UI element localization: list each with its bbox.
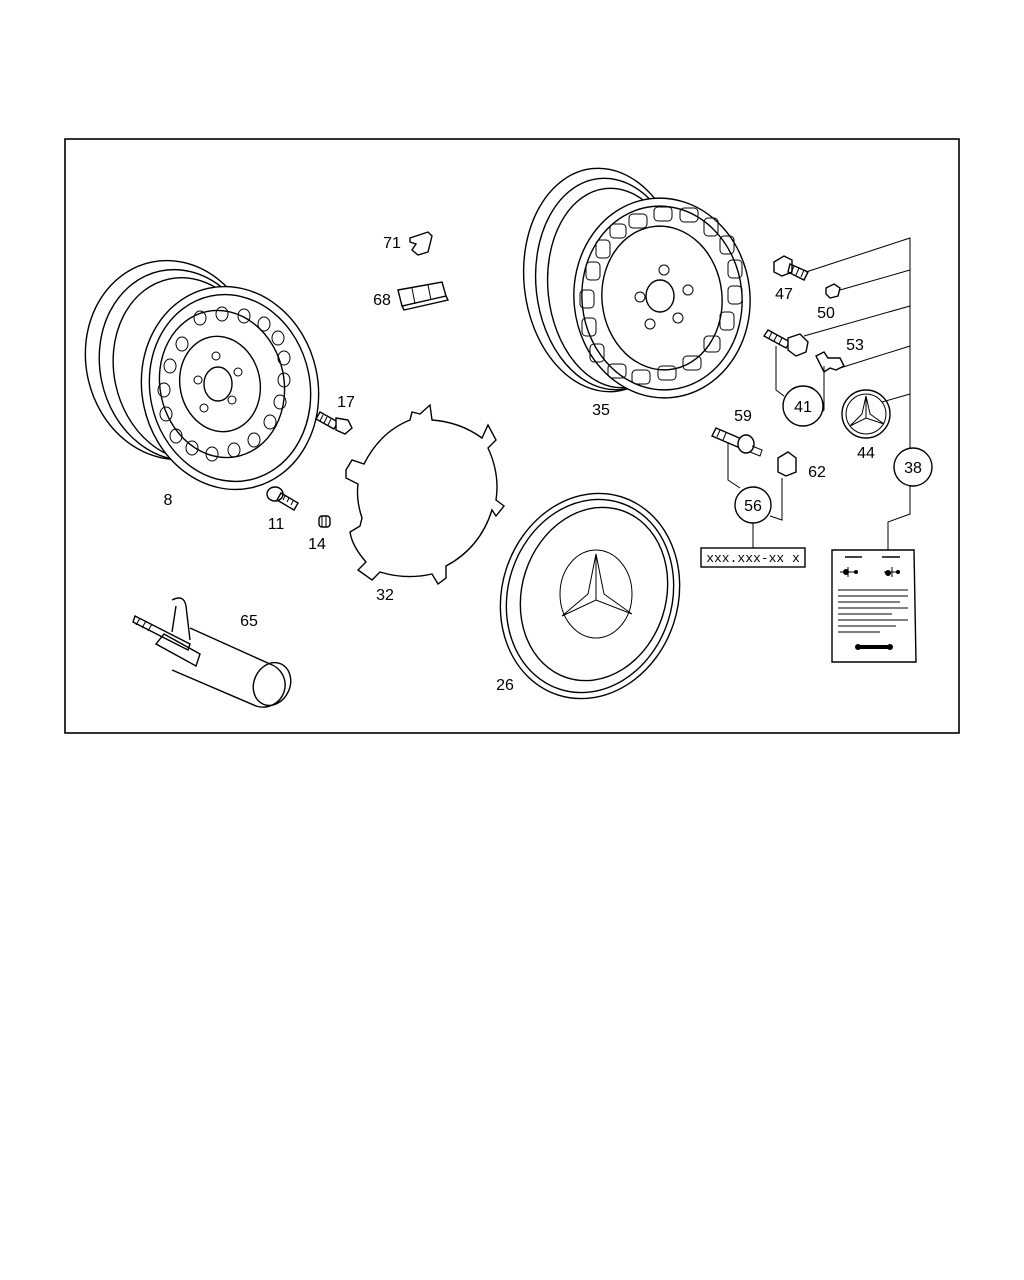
leader-lines xyxy=(727,237,911,550)
callout-38-label: 38 xyxy=(904,460,922,477)
callout-71: 71 xyxy=(383,235,401,252)
emblem xyxy=(841,389,891,439)
callout-41: 41 xyxy=(782,385,824,427)
alloy-wheel xyxy=(522,167,751,399)
callout-26: 26 xyxy=(496,677,514,694)
wheel-bolt xyxy=(315,411,353,435)
alloy-valve-cap xyxy=(777,451,797,477)
callout-56: 56 xyxy=(734,486,772,524)
star-emblem-icon xyxy=(561,553,633,617)
callout-41-label: 41 xyxy=(794,399,812,416)
diagram-frame xyxy=(64,138,960,734)
hubcap xyxy=(499,492,681,700)
lock-key xyxy=(815,351,845,374)
callout-14: 14 xyxy=(308,536,326,553)
locking-bolt xyxy=(762,329,809,357)
callout-17: 17 xyxy=(337,394,355,411)
callout-68: 68 xyxy=(373,292,391,309)
callout-35: 35 xyxy=(592,402,610,419)
part-number-text: xxx.xxx-xx x xyxy=(706,551,800,566)
balance-weights xyxy=(397,281,450,311)
callout-62: 62 xyxy=(808,464,826,481)
alloy-valve xyxy=(711,427,763,457)
callout-8: 8 xyxy=(164,492,173,509)
callout-65: 65 xyxy=(240,613,258,630)
tool-cylinder xyxy=(132,597,292,708)
part-number-label: xxx.xxx-xx x xyxy=(700,547,806,568)
alloy-wheel-bolt xyxy=(773,255,809,281)
callout-47: 47 xyxy=(775,286,793,303)
spacer-plate xyxy=(345,403,505,586)
callout-38: 38 xyxy=(893,447,933,487)
callout-32: 32 xyxy=(376,587,394,604)
cap-nut xyxy=(825,283,841,299)
star-icon xyxy=(849,395,885,427)
steel-wheel xyxy=(84,259,320,491)
valve-cap xyxy=(318,515,331,528)
callout-50: 50 xyxy=(817,305,835,322)
info-card xyxy=(831,549,917,663)
callout-56-label: 56 xyxy=(744,498,762,515)
callout-11: 11 xyxy=(268,516,285,533)
callout-59: 59 xyxy=(734,408,752,425)
tire-valve xyxy=(266,486,299,511)
callout-44: 44 xyxy=(857,445,875,462)
callout-53: 53 xyxy=(846,337,864,354)
balance-weight-clip xyxy=(409,231,433,256)
